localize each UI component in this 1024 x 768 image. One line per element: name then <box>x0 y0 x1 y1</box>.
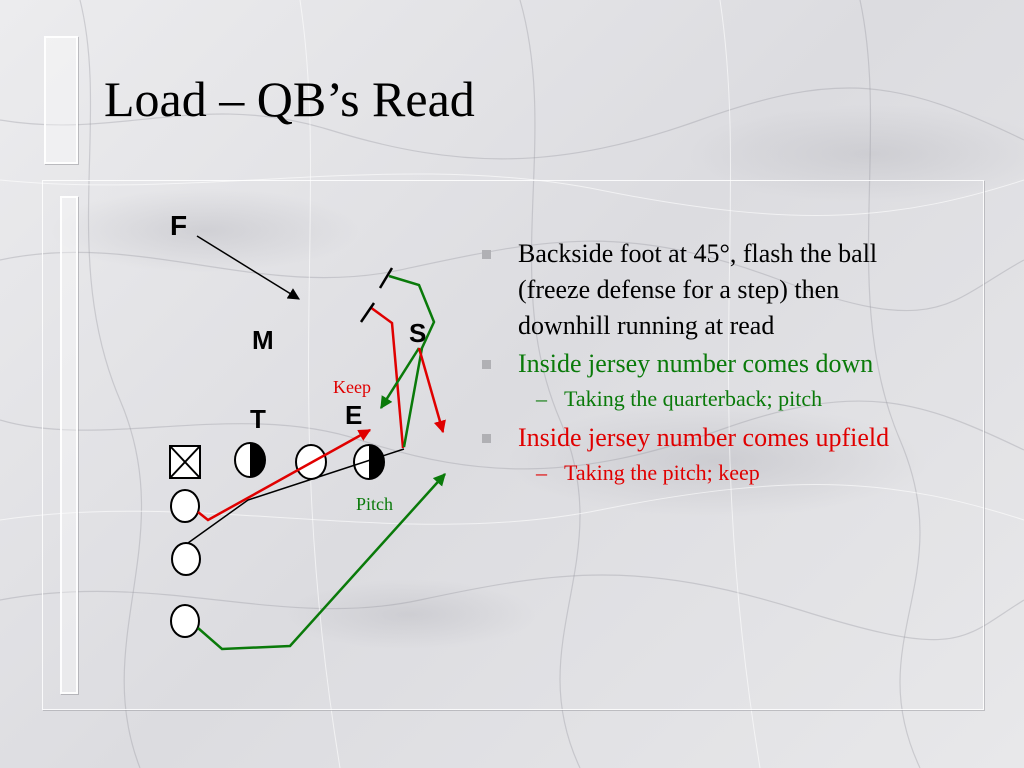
quarterback-player <box>170 489 200 523</box>
label-s: S <box>409 318 426 348</box>
tight-end-half-filled <box>353 444 385 480</box>
end-block-stop <box>378 267 394 289</box>
end-block-route <box>388 274 436 448</box>
fullback-player <box>171 542 201 576</box>
bullet-marker-icon <box>482 359 491 369</box>
sub-bullet-text: Taking the quarterback; pitch <box>564 385 823 411</box>
title-accent-bar <box>44 36 78 164</box>
label-pitch: Pitch <box>356 494 393 514</box>
label-m: M <box>252 325 274 355</box>
safety-upfield-arrow <box>417 347 446 434</box>
bullet-item: Inside jersey number comes down <box>482 346 922 382</box>
bullet-text: Inside jersey number comes upfield <box>518 423 890 453</box>
fullback-route <box>187 448 405 544</box>
content-accent-bar <box>60 196 78 694</box>
sub-bullet-item: –Taking the pitch; keep <box>482 458 922 489</box>
pitch-route <box>197 473 446 651</box>
tailback-player <box>170 604 200 638</box>
safety-down-arrow <box>379 347 421 410</box>
bullet-text: Inside jersey number comes down <box>518 348 874 378</box>
tackle-block-route <box>369 305 405 449</box>
slide-title: Load – QB’s Read <box>104 71 475 127</box>
label-keep: Keep <box>333 377 371 397</box>
center-marker <box>169 445 201 479</box>
guard-half-filled <box>234 442 266 478</box>
sub-bullet-dash: – <box>536 385 547 411</box>
bullet-item: Inside jersey number comes upfield <box>482 420 922 456</box>
f-route-arrow <box>196 235 301 300</box>
qb-keep-route <box>197 428 372 522</box>
bullet-marker-icon <box>482 250 491 259</box>
sub-bullet-dash: – <box>536 460 547 486</box>
label-e: E <box>345 400 362 430</box>
sub-bullet-text: Taking the pitch; keep <box>564 460 760 486</box>
bullet-text: Backside foot at 45°, flash the ball (fr… <box>518 239 878 340</box>
bullet-marker-icon <box>482 434 491 444</box>
label-f: F <box>170 210 187 241</box>
tackle-block-stop <box>359 302 376 323</box>
label-t: T <box>250 404 266 434</box>
bullet-item: Backside foot at 45°, flash the ball (fr… <box>482 236 922 344</box>
content-frame <box>42 180 984 710</box>
bullet-list: Backside foot at 45°, flash the ball (fr… <box>482 236 922 495</box>
sub-bullet-item: –Taking the quarterback; pitch <box>482 384 922 415</box>
